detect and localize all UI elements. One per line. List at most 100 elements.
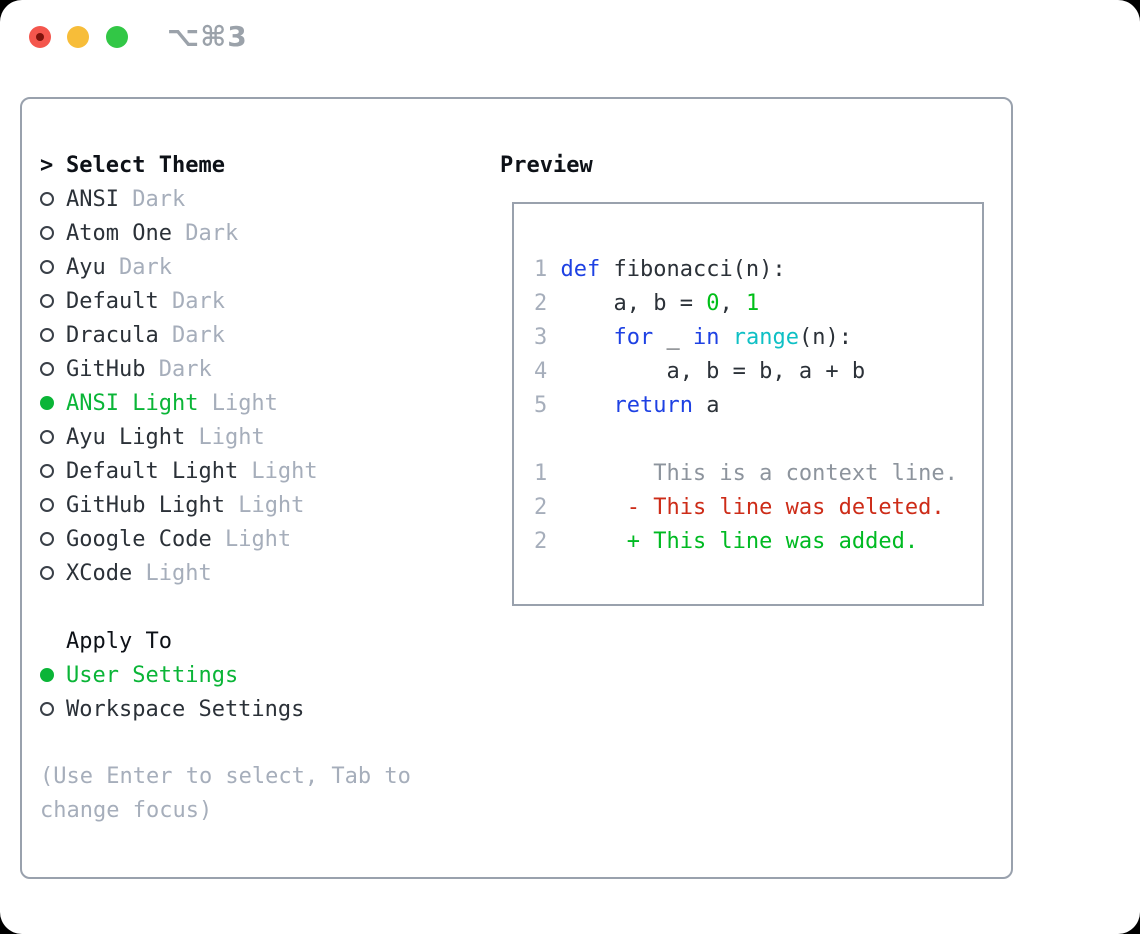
radio-slot: [40, 430, 66, 444]
radio-unselected-icon: [40, 498, 54, 512]
code-segment-kw: for: [613, 325, 654, 350]
apply-to-header-row: Apply To: [40, 624, 480, 658]
title-bar: ⌥⌘3: [0, 0, 1140, 75]
code-segment-kw: in: [692, 325, 720, 350]
code-segment-ctx: This is a context line.: [560, 461, 958, 486]
option-label: ANSI Light: [66, 390, 199, 416]
line-number: 2: [534, 291, 548, 316]
code-segment-plain: [560, 495, 626, 520]
radio-unselected-icon: [40, 464, 54, 478]
theme-option-default-light[interactable]: Default Light Light: [40, 454, 480, 488]
apply-option-user-settings[interactable]: User Settings: [40, 658, 480, 692]
variant-label: Dark: [145, 356, 212, 382]
variant-label: Light: [238, 458, 318, 484]
code-segment-plain: [719, 325, 732, 350]
apply-option-workspace-settings[interactable]: Workspace Settings: [40, 692, 480, 726]
radio-unselected-icon: [40, 328, 54, 342]
zoom-button[interactable]: [106, 26, 128, 48]
window-title: ⌥⌘3: [167, 20, 248, 53]
option-label: Default Light: [66, 458, 239, 484]
theme-option-github[interactable]: GitHub Dark: [40, 352, 480, 386]
radio-slot: [40, 362, 66, 376]
code-segment-plain: a, b = b, a + b: [560, 359, 866, 384]
code-segment-plain: a, b =: [560, 291, 707, 316]
theme-option-google-code[interactable]: Google Code Light: [40, 522, 480, 556]
theme-option-ayu-light[interactable]: Ayu Light Light: [40, 420, 480, 454]
code-segment-del: - This line was deleted.: [626, 495, 945, 520]
diff-preview: 1 This is a context line. 2 - This line w…: [534, 457, 982, 559]
focus-caret: >: [40, 153, 66, 178]
line-number: 4: [534, 359, 548, 384]
theme-option-default[interactable]: Default Dark: [40, 284, 480, 318]
code-line: 2 a, b = 0, 1: [534, 287, 982, 321]
theme-option-ansi[interactable]: ANSI Dark: [40, 182, 480, 216]
option-label: XCode: [66, 560, 133, 586]
radio-slot: [40, 566, 66, 580]
close-button[interactable]: [29, 26, 51, 48]
preview-header: Preview: [500, 152, 593, 178]
option-label: GitHub Light: [66, 492, 225, 518]
line-number: 1: [534, 461, 548, 486]
code-segment-builtin: range: [732, 325, 799, 350]
option-label: Ayu: [66, 254, 106, 280]
theme-option-atom-one[interactable]: Atom One Dark: [40, 216, 480, 250]
variant-label: Dark: [158, 288, 225, 314]
radio-unselected-icon: [40, 566, 54, 580]
option-label: Ayu Light: [66, 424, 186, 450]
theme-option-ayu[interactable]: Ayu Dark: [40, 250, 480, 284]
select-theme-header-row: > Select Theme: [40, 148, 480, 182]
code-segment-plain: [560, 529, 626, 554]
select-theme-header: Select Theme: [66, 152, 225, 178]
radio-unselected-icon: [40, 362, 54, 376]
code-line: 4 a, b = b, a + b: [534, 355, 982, 389]
diff-line: 2 - This line was deleted.: [534, 491, 982, 525]
blank-line: [534, 423, 982, 457]
line-number: 5: [534, 393, 548, 418]
line-number: 2: [534, 495, 548, 520]
variant-label: Light: [185, 424, 265, 450]
option-label: Atom One: [66, 220, 172, 246]
theme-option-github-light[interactable]: GitHub Light Light: [40, 488, 480, 522]
radio-unselected-icon: [40, 430, 54, 444]
radio-unselected-icon: [40, 192, 54, 206]
diff-line: 2 + This line was added.: [534, 525, 982, 559]
variant-label: Light: [224, 492, 305, 518]
theme-option-ansi-light[interactable]: ANSI Light Light: [40, 386, 480, 420]
option-label: GitHub: [66, 356, 146, 382]
spacer: [40, 726, 480, 760]
variant-label: Light: [198, 390, 278, 416]
variant-label: Dark: [171, 220, 239, 246]
radio-slot: [40, 464, 66, 478]
code-segment-plain: (n):: [798, 325, 852, 350]
variant-label: Light: [132, 560, 212, 586]
radio-slot: [40, 328, 66, 342]
line-number: 2: [534, 529, 548, 554]
variant-label: Dark: [158, 322, 225, 348]
theme-option-xcode[interactable]: XCode Light: [40, 556, 480, 590]
option-label: Dracula: [66, 322, 159, 348]
radio-unselected-icon: [40, 294, 54, 308]
code-segment-plain: [560, 325, 613, 350]
radio-slot: [40, 226, 66, 240]
radio-slot: [40, 192, 66, 206]
variant-label: Light: [211, 526, 292, 552]
code-segment-plain: _: [653, 325, 693, 350]
code-segment-num: 1: [745, 291, 760, 316]
radio-slot: [40, 702, 66, 716]
radio-slot: [40, 260, 66, 274]
option-label: ANSI: [66, 186, 119, 212]
code-segment-add: + This line was added.: [626, 529, 919, 554]
spacer: [40, 590, 480, 624]
line-number: 1: [534, 257, 548, 282]
code-segment-num: 0: [706, 291, 720, 316]
minimize-button[interactable]: [67, 26, 89, 48]
radio-unselected-icon: [40, 226, 54, 240]
theme-option-dracula[interactable]: Dracula Dark: [40, 318, 480, 352]
radio-unselected-icon: [40, 702, 54, 716]
code-segment-plain: a: [692, 393, 720, 418]
